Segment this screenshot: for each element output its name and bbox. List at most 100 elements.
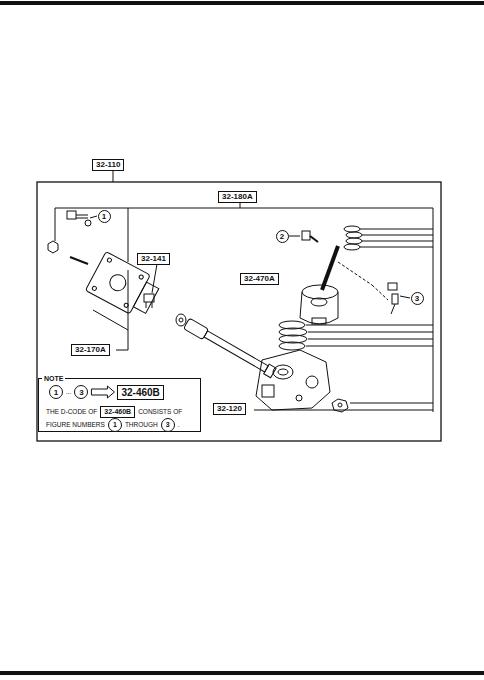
note-text: FIGURE NUMBERS — [46, 421, 105, 429]
drawing-stroke — [179, 318, 183, 322]
drawing-stroke — [133, 282, 159, 313]
node-text: 32-170A — [75, 345, 106, 355]
leader-line — [113, 171, 114, 182]
note-text: ... — [66, 388, 71, 396]
bracket-line — [433, 208, 434, 412]
part-number-box: 32-460B — [100, 406, 135, 418]
seal — [176, 314, 186, 326]
node-text: 1 — [102, 212, 106, 221]
leader-line — [152, 264, 157, 293]
drawing-stroke — [306, 376, 318, 388]
note-box: NOTE1332-460B32-460B13...THE D-CODE OFCO… — [38, 378, 201, 432]
drawing-stroke — [76, 218, 88, 219]
input-shaft — [184, 318, 277, 378]
drawing-stroke — [306, 325, 433, 326]
nut — [48, 241, 58, 253]
drawing-stroke — [362, 241, 433, 242]
drawing-stroke — [346, 232, 362, 238]
drawing-stroke — [322, 246, 338, 290]
drawing-stroke — [107, 257, 112, 262]
bolt — [302, 231, 310, 240]
drawing-stroke — [308, 332, 433, 333]
callout-number: 3 — [411, 292, 424, 305]
part-number-box: 32-141 — [137, 253, 170, 265]
note-text: THROUGH — [125, 421, 158, 429]
part-number-box: 32-180A — [218, 191, 257, 203]
seal-rings — [344, 226, 362, 250]
bracket-line — [128, 208, 129, 262]
callout-number: 3 — [74, 385, 88, 399]
drawing-stroke — [289, 236, 300, 237]
part-number-box: 32-460B — [117, 385, 163, 400]
part-number-box: 32-470A — [240, 273, 279, 285]
part-number-box: 32-110 — [92, 159, 124, 171]
drawing-stroke — [338, 403, 342, 407]
drawing-stroke — [92, 286, 97, 291]
drawing-stroke — [310, 236, 318, 242]
gear-housing — [256, 350, 330, 410]
node-text: 32-110 — [96, 160, 120, 170]
drawing-stroke — [302, 285, 338, 299]
drawing-stroke — [400, 296, 410, 298]
note-text: . — [178, 421, 180, 429]
drawing-stroke — [262, 385, 274, 397]
node-text: 32-460B — [104, 407, 131, 417]
drawing-stroke — [123, 303, 128, 308]
drawing-stroke — [146, 302, 147, 308]
top-bar — [0, 1, 484, 5]
drawing-stroke — [308, 339, 433, 340]
o-rings — [279, 321, 307, 350]
note-title: NOTE — [42, 374, 65, 383]
drawing-stroke — [392, 294, 398, 304]
note-text: THE D-CODE OF — [46, 408, 97, 416]
note-text: CONSISTS OF — [138, 408, 182, 416]
drawing-stroke — [346, 238, 362, 244]
node-text: 3 — [415, 294, 419, 303]
node-text: 1 — [113, 420, 117, 430]
bottom-bar — [0, 671, 484, 675]
drawing-stroke — [344, 226, 360, 232]
drawing-stroke — [306, 346, 433, 347]
drawing-stroke — [300, 292, 338, 324]
callout-number: 1 — [49, 385, 63, 399]
assembly-frame — [37, 182, 441, 441]
callout-number: 1 — [108, 418, 122, 432]
drawing-stroke — [278, 369, 288, 375]
callout-number: 2 — [276, 230, 289, 243]
drawing-stroke — [360, 247, 433, 248]
bracket-line — [55, 208, 56, 241]
callout-number: 1 — [98, 210, 111, 223]
leader-line — [240, 203, 241, 208]
node-text: 32-120 — [217, 404, 242, 414]
drawing-stroke — [338, 262, 388, 300]
node-text: 3 — [79, 388, 83, 397]
drawing-stroke — [76, 215, 88, 216]
drawing-stroke — [391, 304, 395, 314]
drawing-stroke — [296, 395, 302, 401]
node-text: 32-180A — [222, 192, 253, 202]
drawing-stroke — [139, 274, 144, 279]
valve-assembly — [300, 246, 338, 324]
bracket-line — [55, 208, 433, 209]
bolt-head — [67, 211, 76, 219]
drawing-stroke — [152, 302, 153, 308]
hollow-arrow — [91, 386, 114, 398]
node-text: 1 — [54, 388, 58, 397]
drawing-stroke — [360, 229, 433, 230]
washer — [85, 220, 91, 226]
plug — [144, 294, 154, 302]
drawing-stroke — [362, 235, 433, 236]
drawing-stroke — [256, 350, 330, 410]
stud — [70, 257, 88, 264]
drawing-stroke — [279, 342, 305, 350]
node-text: 32-470A — [244, 274, 275, 284]
drawing-stroke — [107, 272, 129, 294]
fitting — [388, 283, 397, 290]
part-number-box: 32-170A — [71, 344, 110, 356]
drawing-stroke — [204, 331, 268, 372]
drawing-stroke — [350, 403, 433, 404]
drawing-stroke — [90, 216, 97, 218]
